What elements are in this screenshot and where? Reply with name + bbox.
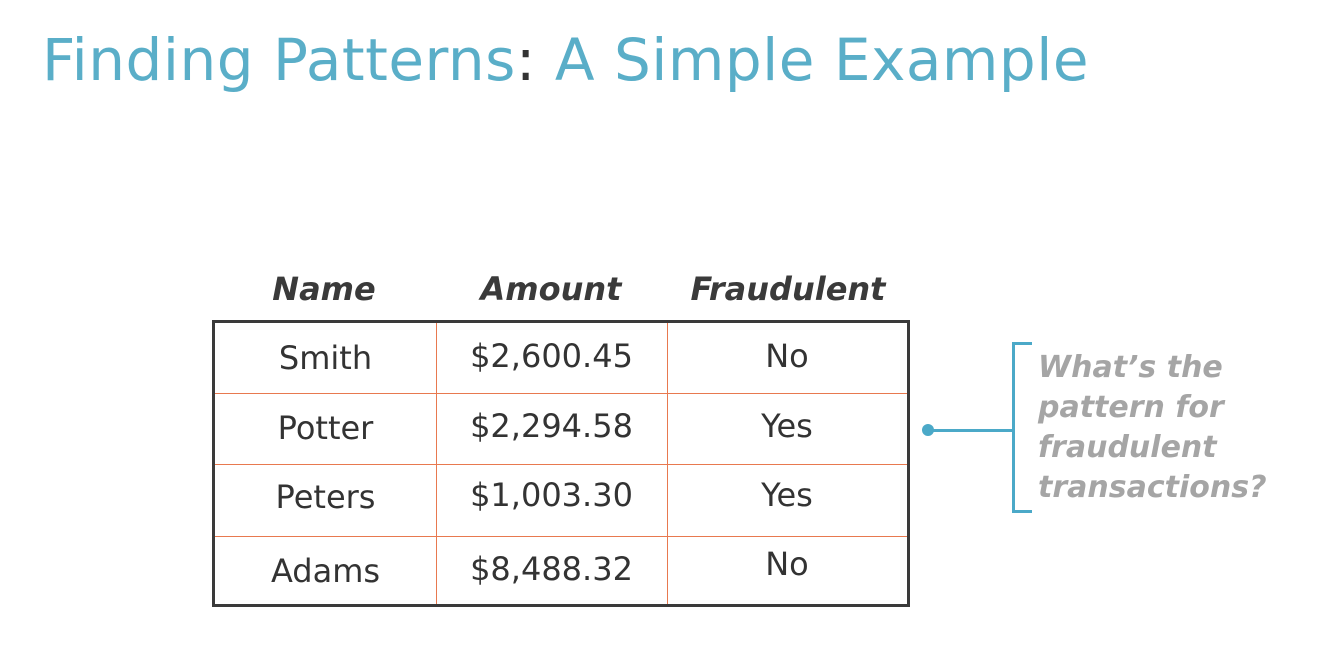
slide-title: Finding Patterns: A Simple Example <box>42 26 1089 94</box>
row-divider <box>215 464 907 465</box>
table-cell-amount: $1,003.30 <box>470 476 633 514</box>
table-cell-name: Potter <box>277 409 374 447</box>
callout-connector-line <box>928 429 1012 432</box>
table-cell-fraudulent: No <box>765 545 809 583</box>
table-cell-amount: $2,600.45 <box>470 337 633 375</box>
table-cell-name: Adams <box>270 552 381 590</box>
callout-bracket <box>1012 342 1032 513</box>
table-cell-name: Smith <box>278 339 373 377</box>
column-header-amount: Amount <box>480 270 622 308</box>
column-divider <box>667 323 668 604</box>
table-cell-fraudulent: Yes <box>761 407 813 445</box>
table-cell-fraudulent: Yes <box>761 476 813 514</box>
column-divider <box>436 323 437 604</box>
slide-title-main: Finding Patterns <box>42 26 516 94</box>
column-header-fraudulent: Fraudulent <box>690 270 886 308</box>
slide-title-colon: : <box>515 26 536 94</box>
table-cell-amount: $2,294.58 <box>470 407 633 445</box>
column-header-name: Name <box>272 270 376 308</box>
callout-dot <box>922 424 934 436</box>
row-divider <box>215 393 907 394</box>
table-cell-fraudulent: No <box>765 337 809 375</box>
table-cell-name: Peters <box>275 478 376 516</box>
row-divider <box>215 536 907 537</box>
slide-title-rest: A Simple Example <box>535 26 1090 94</box>
callout-question: What’s the pattern for fraudulent transa… <box>1038 350 1267 505</box>
table-cell-amount: $8,488.32 <box>470 550 633 588</box>
data-table: Smith $2,600.45 No Potter $2,294.58 Yes … <box>212 320 910 607</box>
